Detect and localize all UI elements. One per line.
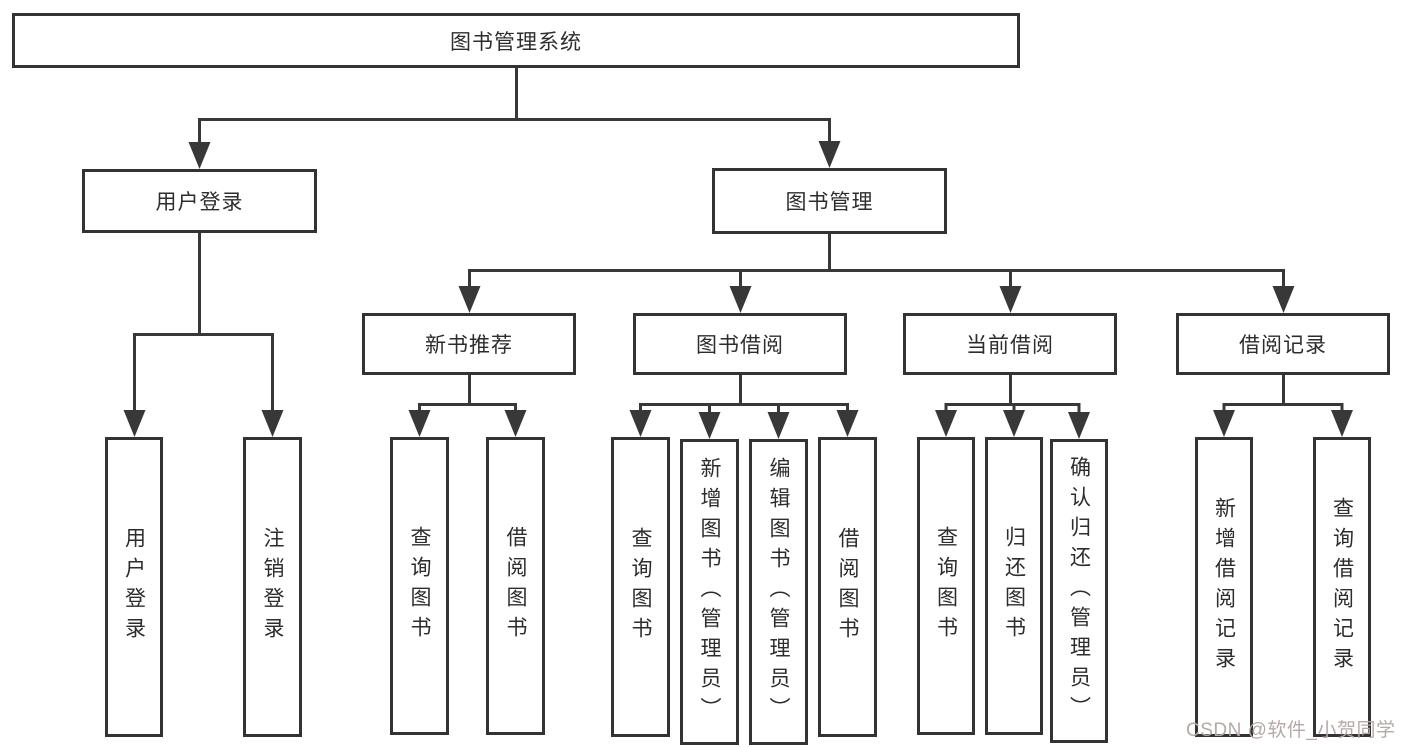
node-confirm-return-admin-label: 确认归还（管理员） bbox=[1067, 456, 1091, 726]
connector-user-login-branch bbox=[133, 233, 274, 412]
connector-root-to-level2 bbox=[198, 68, 831, 144]
node-borrow-books-label: 借阅图书 bbox=[836, 527, 859, 647]
node-edit-book-admin: 编辑图书（管理员） bbox=[749, 439, 808, 745]
watermark: CSDN @软件_小贺同学 bbox=[1186, 720, 1396, 741]
arrowhead-icons bbox=[123, 141, 1353, 439]
connector-book-mgmt-branch bbox=[468, 234, 1285, 288]
node-query-books-current-label: 查询图书 bbox=[934, 526, 958, 646]
node-logout-action-label: 注销登录 bbox=[261, 527, 284, 647]
connector-new-rec-branch bbox=[418, 375, 517, 412]
node-new-book-recommend: 新书推荐 bbox=[362, 313, 576, 375]
node-borrowing-records-label: 借阅记录 bbox=[1239, 334, 1327, 357]
node-book-borrowing: 图书借阅 bbox=[633, 313, 847, 375]
node-query-books-borrow-label: 查询图书 bbox=[629, 527, 652, 647]
node-add-book-admin-label: 新增图书（管理员） bbox=[698, 457, 721, 727]
node-book-borrowing-label: 图书借阅 bbox=[696, 334, 784, 357]
node-current-borrowing-label: 当前借阅 bbox=[966, 334, 1054, 357]
node-return-book-label: 归还图书 bbox=[1002, 526, 1026, 646]
node-add-book-admin: 新增图书（管理员） bbox=[680, 439, 739, 745]
connector-records-branch bbox=[1222, 375, 1344, 412]
connector-borrowing-branch bbox=[639, 375, 849, 414]
connector-current-branch bbox=[944, 375, 1081, 414]
node-query-books-recommend: 查询图书 bbox=[390, 437, 449, 735]
node-query-books-recommend-label: 查询图书 bbox=[408, 526, 431, 646]
node-login-action: 用户登录 bbox=[105, 437, 163, 737]
node-user-login: 用户登录 bbox=[82, 169, 317, 233]
node-library-system: 图书管理系统 bbox=[12, 13, 1020, 68]
node-return-book: 归还图书 bbox=[985, 437, 1043, 735]
node-login-action-label: 用户登录 bbox=[122, 527, 146, 647]
node-logout-action: 注销登录 bbox=[243, 437, 302, 737]
node-new-book-recommend-label: 新书推荐 bbox=[425, 334, 513, 357]
node-current-borrowing: 当前借阅 bbox=[903, 313, 1117, 375]
node-borrow-books: 借阅图书 bbox=[818, 437, 877, 737]
node-query-books-current: 查询图书 bbox=[917, 437, 975, 735]
node-query-books-borrow: 查询图书 bbox=[611, 437, 670, 737]
node-query-borrow-record: 查询借阅记录 bbox=[1313, 437, 1371, 737]
node-confirm-return-admin: 确认归还（管理员） bbox=[1050, 439, 1108, 743]
node-book-management-label: 图书管理 bbox=[785, 191, 874, 214]
node-add-borrow-record-label: 新增借阅记录 bbox=[1212, 497, 1236, 677]
node-borrowing-records: 借阅记录 bbox=[1176, 313, 1390, 375]
node-add-borrow-record: 新增借阅记录 bbox=[1195, 437, 1253, 737]
node-book-management: 图书管理 bbox=[712, 168, 947, 234]
node-borrow-books-recommend: 借阅图书 bbox=[486, 437, 545, 735]
node-query-borrow-record-label: 查询借阅记录 bbox=[1330, 497, 1354, 677]
node-library-system-label: 图书管理系统 bbox=[450, 30, 582, 54]
node-user-login-label: 用户登录 bbox=[155, 191, 244, 214]
node-edit-book-admin-label: 编辑图书（管理员） bbox=[767, 457, 790, 727]
node-borrow-books-recommend-label: 借阅图书 bbox=[504, 526, 527, 646]
